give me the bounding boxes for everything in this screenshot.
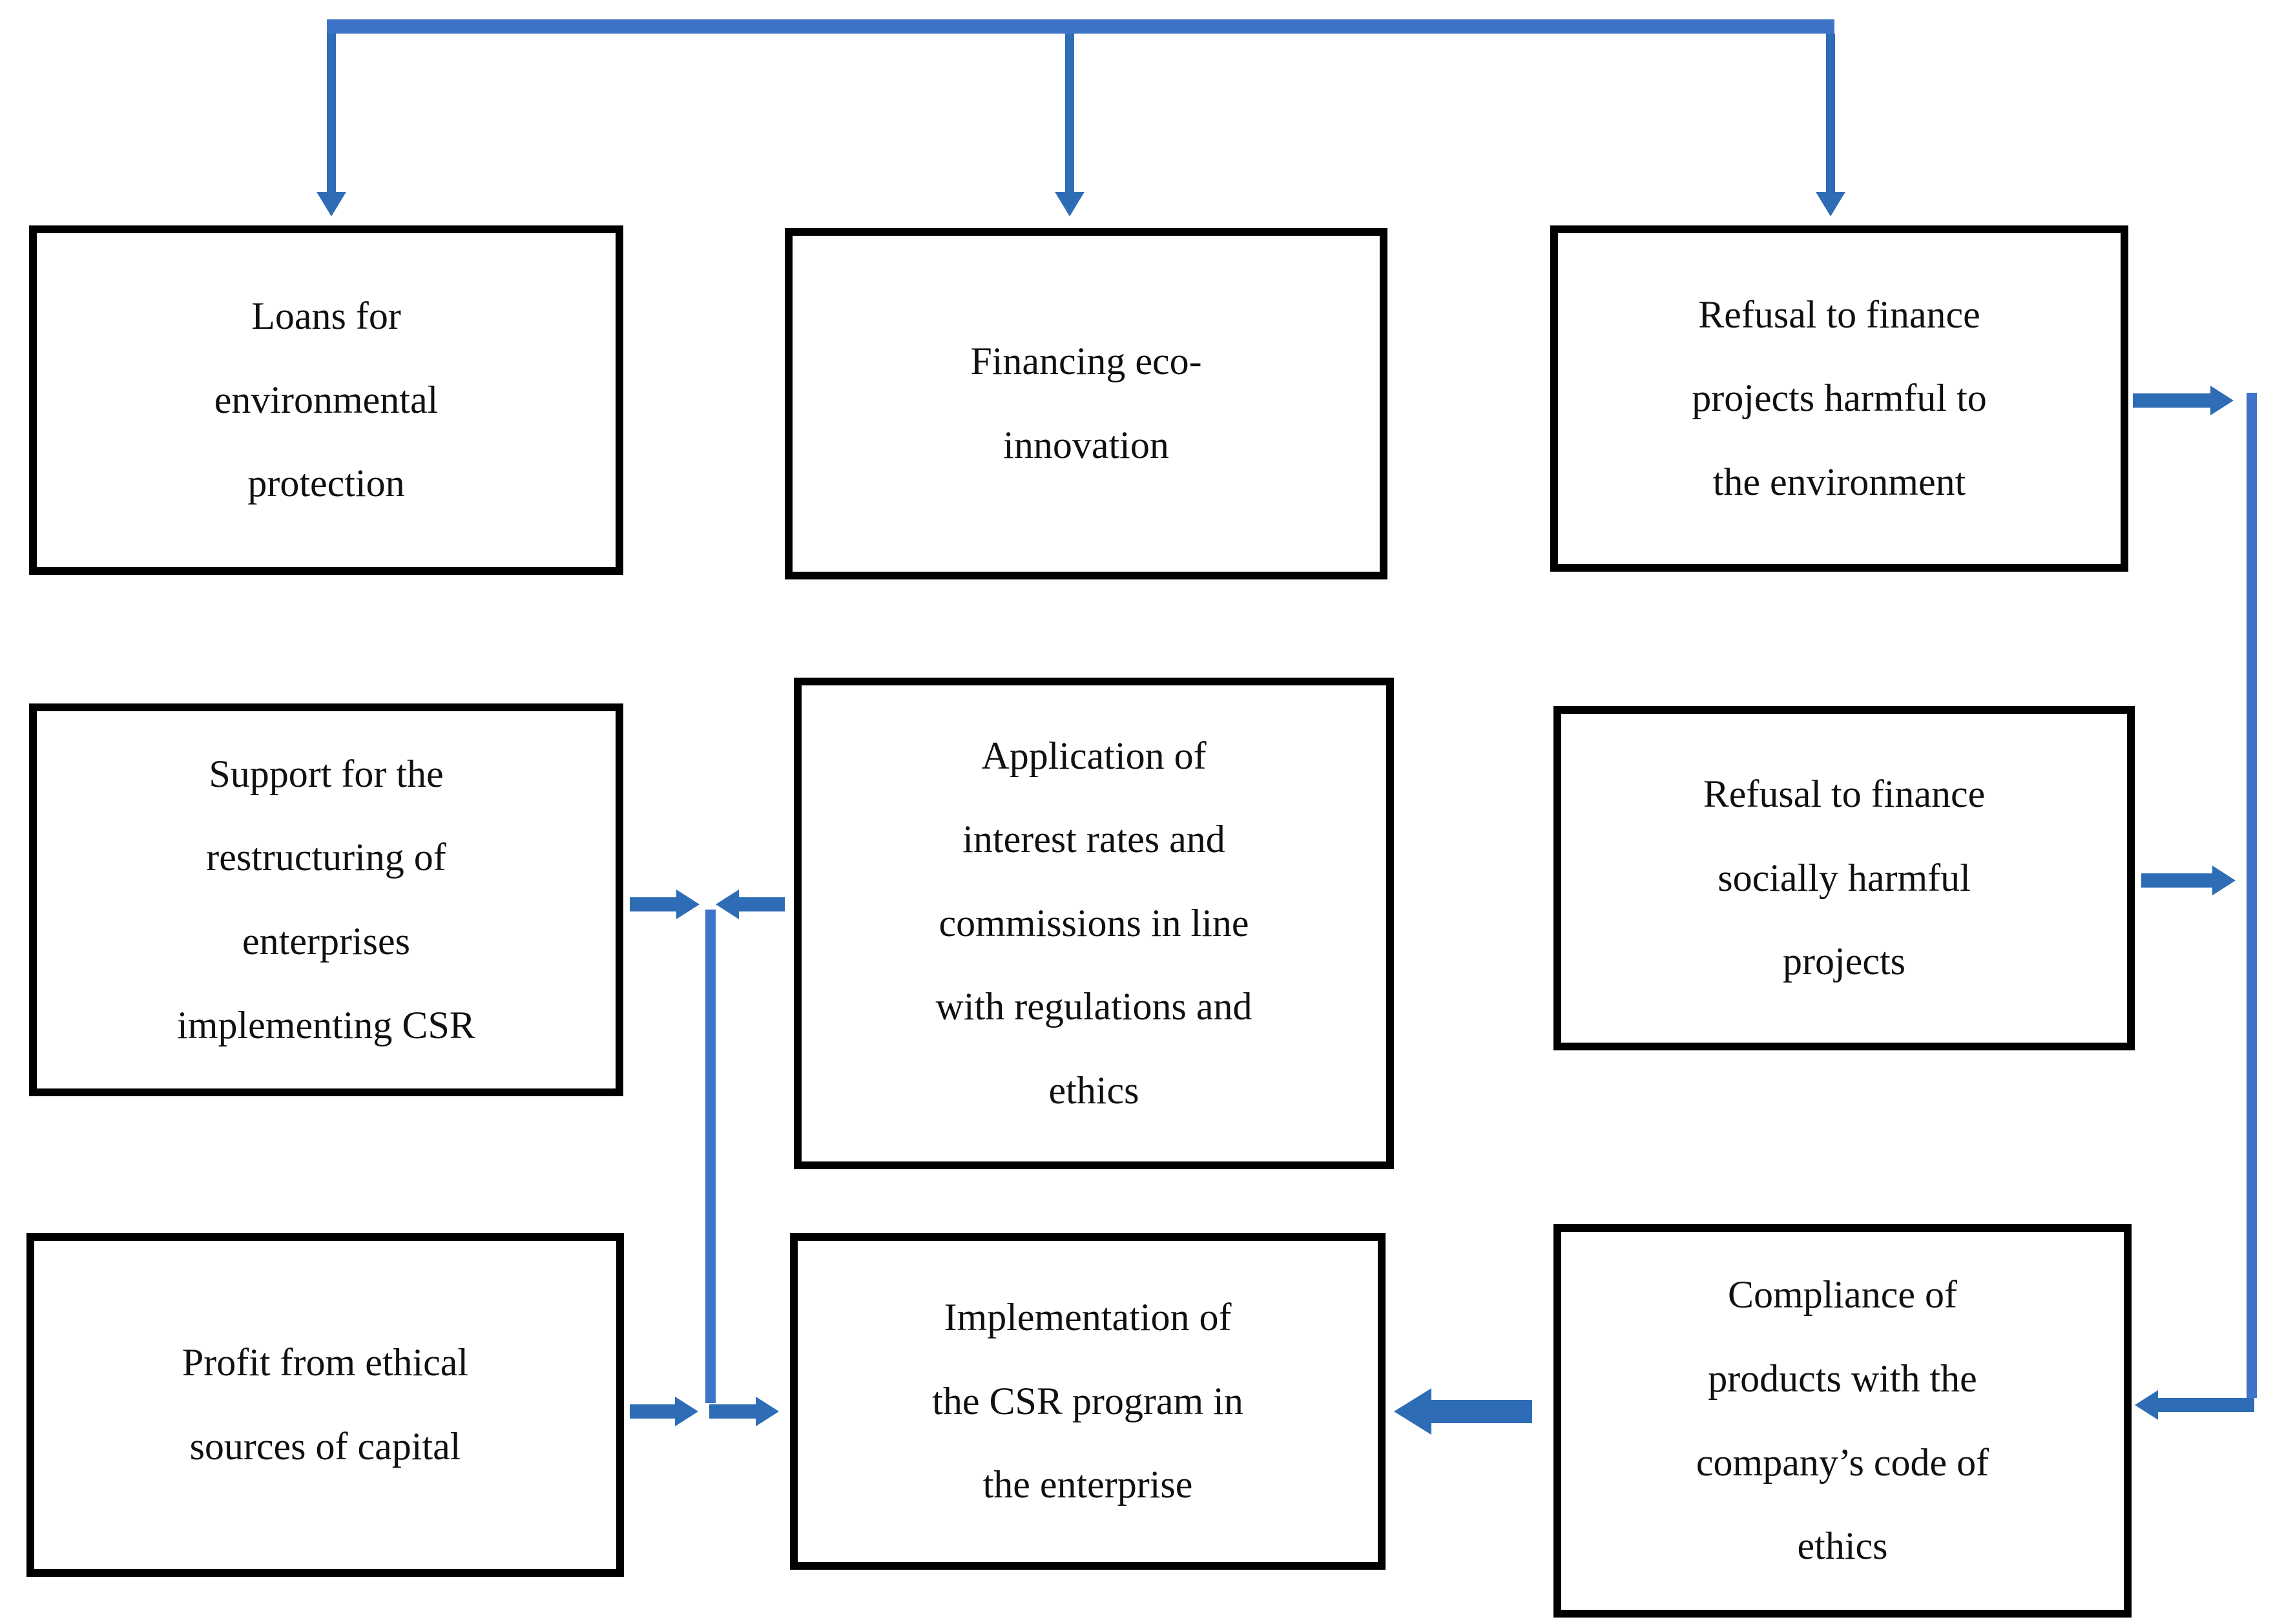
box-loans: Loans for environmental protection	[29, 225, 623, 575]
box-compliance: Compliance of products with the company’…	[1553, 1224, 2132, 1618]
arrow-application-left-head	[716, 890, 739, 919]
arrow-refusal-env-right-stem	[2133, 393, 2210, 408]
arrow-rail-to-implementation-stem	[709, 1404, 756, 1419]
box-loans-label: Loans for environmental protection	[214, 295, 439, 505]
box-refusal-social: Refusal to finance socially harmful proj…	[1553, 706, 2135, 1050]
box-implementation: Implementation of the CSR program in the…	[790, 1233, 1386, 1570]
arrow-down-financing-stem	[1065, 34, 1074, 192]
right-rail	[2247, 393, 2257, 1398]
box-financing: Financing eco- innovation	[785, 228, 1387, 579]
arrow-profit-right-stem	[630, 1404, 675, 1419]
arrow-support-right-stem	[630, 897, 676, 911]
arrow-profit-right-head	[675, 1397, 698, 1426]
box-profit-label: Profit from ethical sources of capital	[182, 1341, 469, 1468]
box-application-label: Application of interest rates and commis…	[935, 734, 1252, 1112]
arrow-rail-to-compliance-head	[2135, 1390, 2158, 1420]
arrow-rail-to-implementation-head	[756, 1397, 779, 1426]
arrow-support-right-head	[676, 890, 700, 919]
arrow-refusal-social-right-stem	[2141, 873, 2212, 888]
box-support: Support for the restructuring of enterpr…	[29, 703, 623, 1096]
box-application: Application of interest rates and commis…	[794, 678, 1394, 1169]
left-rail	[705, 910, 716, 1403]
arrow-rail-to-compliance-stem	[2157, 1398, 2254, 1412]
arrow-compliance-to-implementation-head	[1394, 1388, 1431, 1435]
box-compliance-label: Compliance of products with the company’…	[1696, 1273, 1989, 1568]
arrow-refusal-env-right-head	[2210, 386, 2234, 415]
arrow-down-financing-head	[1055, 192, 1085, 216]
box-profit: Profit from ethical sources of capital	[26, 1233, 624, 1577]
arrow-refusal-social-right-head	[2212, 866, 2236, 895]
box-refusal-social-label: Refusal to finance socially harmful proj…	[1703, 773, 1986, 983]
box-financing-label: Financing eco- innovation	[970, 340, 1202, 466]
arrow-down-refusal-env-head	[1816, 192, 1845, 216]
box-implementation-label: Implementation of the CSR program in the…	[932, 1296, 1243, 1506]
arrow-down-loans-stem	[327, 34, 336, 192]
box-refusal-env-label: Refusal to finance projects harmful to t…	[1692, 293, 1987, 503]
arrow-application-left-stem	[738, 897, 785, 911]
arrow-compliance-to-implementation-stem	[1431, 1400, 1532, 1423]
box-refusal-env: Refusal to finance projects harmful to t…	[1550, 225, 2128, 572]
box-support-label: Support for the restructuring of enterpr…	[177, 752, 475, 1046]
top-distribution-bar	[327, 19, 1834, 34]
arrow-down-loans-head	[317, 192, 346, 216]
arrow-down-refusal-env-stem	[1826, 34, 1835, 192]
